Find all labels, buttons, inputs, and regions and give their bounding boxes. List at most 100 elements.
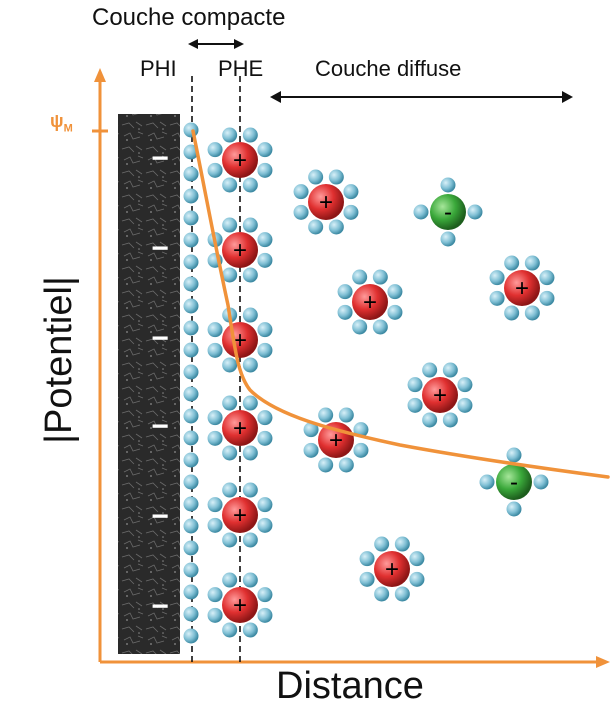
water-molecule xyxy=(242,532,258,548)
water-molecule xyxy=(207,517,223,533)
water-molecule xyxy=(242,357,258,373)
x-axis-title: Distance xyxy=(276,665,424,707)
water-molecule xyxy=(242,395,258,411)
cation: + xyxy=(303,407,369,473)
cation: + xyxy=(407,362,473,428)
psi-symbol: ψ xyxy=(50,111,64,131)
compact-layer-label: Couche compacte xyxy=(92,4,286,31)
water-molecule xyxy=(293,184,309,200)
water-molecule xyxy=(407,397,423,413)
potential-curve xyxy=(191,129,610,479)
water-molecule xyxy=(422,412,438,428)
compact-layer-arrow xyxy=(188,39,244,49)
cation-sphere xyxy=(222,497,258,533)
water-molecule xyxy=(183,386,199,402)
water-molecule xyxy=(440,177,456,193)
cation: + xyxy=(293,169,359,235)
water-molecule xyxy=(222,482,238,498)
water-molecule xyxy=(207,410,223,426)
water-molecule xyxy=(442,412,458,428)
electrode xyxy=(118,114,180,654)
water-molecule xyxy=(242,267,258,283)
water-molecule xyxy=(257,410,273,426)
anion: - xyxy=(413,177,483,247)
water-molecule xyxy=(524,305,540,321)
water-molecule xyxy=(183,540,199,556)
water-molecule xyxy=(183,166,199,182)
water-molecule xyxy=(183,320,199,336)
electrode-negative-charge: − xyxy=(151,590,169,623)
cation: + xyxy=(207,307,273,373)
water-molecule xyxy=(222,217,238,233)
water-molecule xyxy=(372,319,388,335)
cation-sphere xyxy=(352,284,388,320)
water-molecule xyxy=(242,177,258,193)
water-molecule xyxy=(343,184,359,200)
water-molecule xyxy=(318,457,334,473)
water-molecule xyxy=(257,497,273,513)
water-molecule xyxy=(242,622,258,638)
x-axis-arrow xyxy=(596,656,610,668)
water-molecule xyxy=(457,377,473,393)
plus-sign: + xyxy=(515,275,529,302)
water-molecule xyxy=(257,142,273,158)
cation: + xyxy=(207,395,273,461)
plus-sign: + xyxy=(233,237,247,264)
water-molecule xyxy=(343,204,359,220)
water-molecule xyxy=(242,572,258,588)
water-molecule xyxy=(257,517,273,533)
water-molecule xyxy=(407,377,423,393)
water-molecule xyxy=(372,269,388,285)
electrode-negative-charge: − xyxy=(151,322,169,355)
water-molecule xyxy=(207,497,223,513)
water-molecule xyxy=(242,482,258,498)
cation-sphere xyxy=(222,410,258,446)
cation-sphere xyxy=(504,270,540,306)
water-molecule xyxy=(183,518,199,534)
plus-sign: + xyxy=(363,289,377,316)
plus-sign: + xyxy=(233,147,247,174)
water-molecule xyxy=(183,496,199,512)
water-molecule xyxy=(308,169,324,185)
water-molecule xyxy=(489,290,505,306)
water-molecule xyxy=(539,270,555,286)
water-molecule xyxy=(257,607,273,623)
water-molecule xyxy=(183,232,199,248)
water-molecule xyxy=(183,342,199,358)
water-molecule xyxy=(524,255,540,271)
water-molecule xyxy=(242,217,258,233)
water-molecule xyxy=(183,562,199,578)
water-molecule xyxy=(337,284,353,300)
cation-sphere xyxy=(222,232,258,268)
electrode-negative-charge: − xyxy=(151,142,169,175)
water-molecule xyxy=(242,127,258,143)
phe-label: PHE xyxy=(218,56,264,81)
water-molecule xyxy=(183,276,199,292)
water-molecule xyxy=(183,628,199,644)
water-molecule xyxy=(222,572,238,588)
water-molecule xyxy=(328,169,344,185)
water-molecule xyxy=(506,501,522,517)
plus-sign: + xyxy=(233,502,247,529)
plus-sign: + xyxy=(233,592,247,619)
cation-sphere xyxy=(308,184,344,220)
psi-m-label: ψM xyxy=(50,111,73,135)
water-molecule xyxy=(467,204,483,220)
water-molecule xyxy=(374,586,390,602)
electrode-charges: −−−−−− xyxy=(151,142,169,623)
water-molecule xyxy=(257,342,273,358)
plus-sign: + xyxy=(433,382,447,409)
water-molecule xyxy=(183,122,199,138)
water-molecule xyxy=(293,204,309,220)
water-molecule xyxy=(183,606,199,622)
water-molecule xyxy=(242,307,258,323)
electrode-negative-charge: − xyxy=(151,500,169,533)
water-molecule xyxy=(183,474,199,490)
water-molecule xyxy=(303,442,319,458)
water-molecule xyxy=(539,290,555,306)
water-molecule xyxy=(359,551,375,567)
cation: + xyxy=(337,269,403,335)
electrode-negative-charge: − xyxy=(151,232,169,265)
anion: - xyxy=(479,447,549,517)
